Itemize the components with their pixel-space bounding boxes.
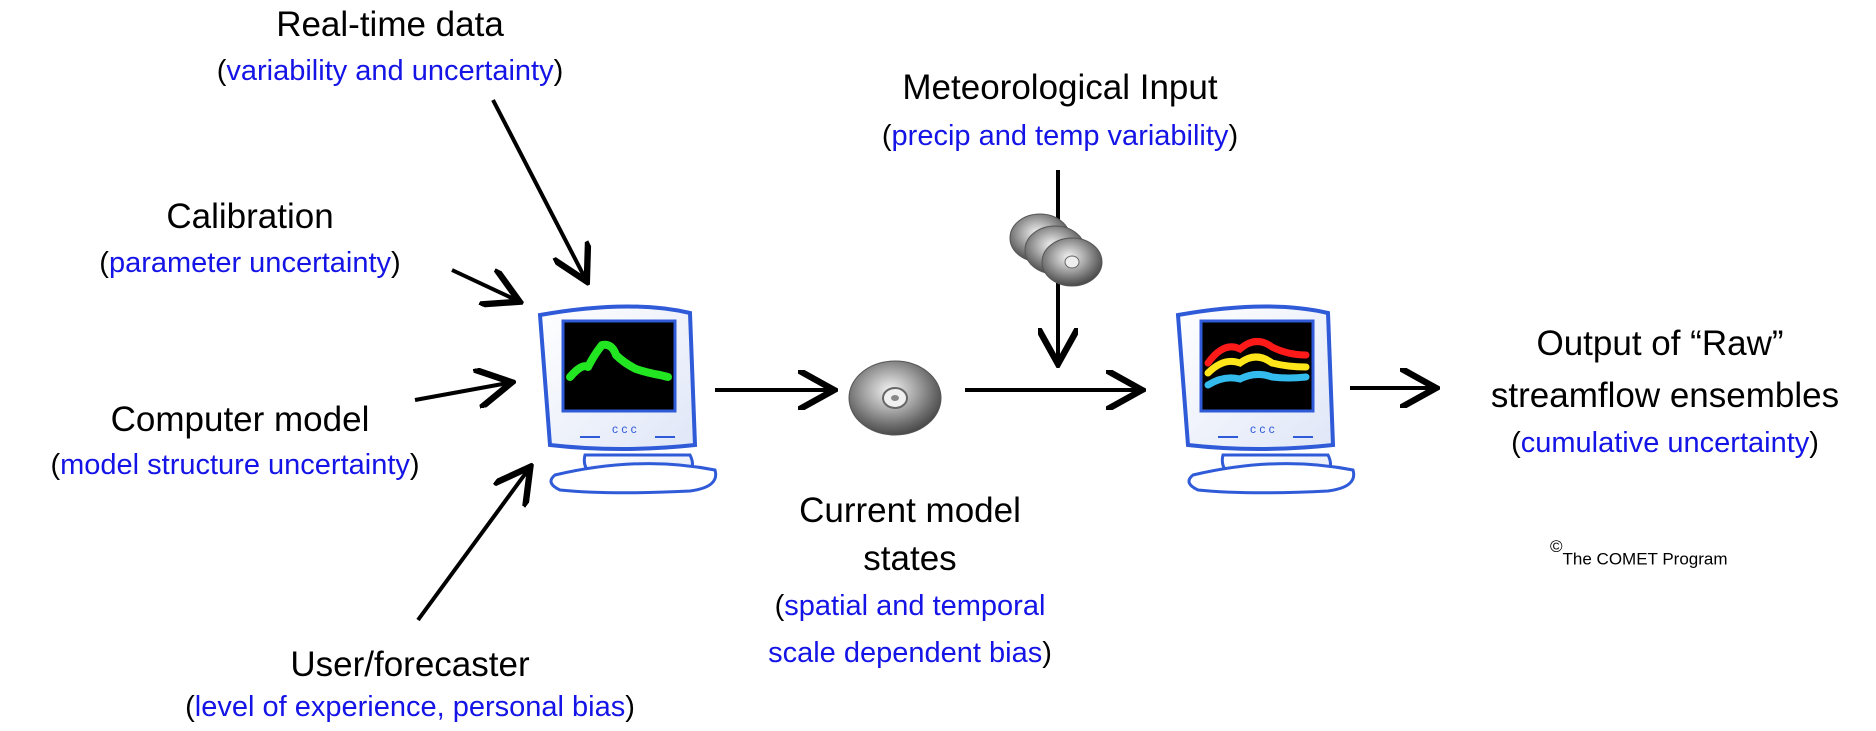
output-detail: (cumulative uncertainty) bbox=[1511, 427, 1819, 459]
model-detail: (model structure uncertainty) bbox=[50, 449, 420, 481]
states-title-line2: states bbox=[863, 539, 957, 578]
arrow-calibration bbox=[451, 268, 516, 300]
copyright-symbol: © bbox=[1550, 537, 1563, 556]
states-detail-text2: scale dependent bias bbox=[768, 637, 1043, 669]
met-detail: (precip and temp variability) bbox=[881, 120, 1239, 152]
model-title: Computer model bbox=[110, 400, 370, 439]
realtime-detail-text: variability and uncertainty bbox=[226, 55, 554, 87]
calibration-detail-text: parameter uncertainty bbox=[108, 247, 392, 279]
user-title: User/forecaster bbox=[290, 645, 530, 684]
output-title-line2: streamflow ensembles bbox=[1490, 376, 1840, 415]
disc-stack-icon bbox=[1009, 213, 1103, 287]
credit: ©The COMET Program bbox=[1550, 537, 1728, 570]
met-title: Meteorological Input bbox=[902, 68, 1218, 107]
calibration-detail: (parameter uncertainty) bbox=[99, 247, 401, 279]
states-title-line1: Current model bbox=[799, 491, 1021, 530]
credit-text: The COMET Program bbox=[1562, 549, 1728, 569]
user-detail: (level of experience, personal bias) bbox=[185, 691, 635, 723]
output-detail-text: cumulative uncertainty bbox=[1520, 427, 1810, 459]
svg-text:c c c: c c c bbox=[612, 422, 637, 436]
model-detail-text: model structure uncertainty bbox=[60, 449, 410, 481]
arrow-model bbox=[414, 383, 508, 400]
monitor-icon: c c c bbox=[537, 304, 718, 495]
disc-icon bbox=[848, 360, 942, 436]
calibration-title: Calibration bbox=[166, 197, 334, 236]
ensemble-monitor-icon: c c c bbox=[1175, 304, 1356, 495]
realtime-detail: (variability and uncertainty) bbox=[216, 55, 564, 87]
arrow-user bbox=[416, 470, 528, 622]
states-detail-line1: (spatial and temporal bbox=[774, 590, 1046, 622]
met-detail-text: precip and temp variability bbox=[891, 120, 1229, 152]
user-detail-text: level of experience, personal bias bbox=[194, 691, 626, 723]
arrow-realtime bbox=[491, 99, 585, 278]
realtime-title: Real-time data bbox=[276, 5, 504, 44]
svg-text:c c c: c c c bbox=[1250, 422, 1275, 436]
states-detail-line2: scale dependent bias) bbox=[768, 637, 1052, 669]
states-detail-text1: spatial and temporal bbox=[784, 590, 1046, 622]
output-title-line1: Output of “Raw” bbox=[1536, 324, 1784, 363]
